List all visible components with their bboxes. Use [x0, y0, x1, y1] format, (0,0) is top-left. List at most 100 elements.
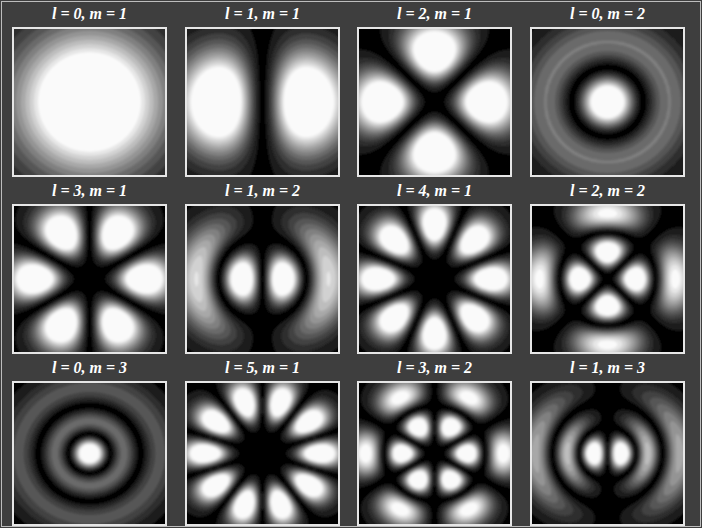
intensity-band	[530, 381, 685, 526]
intensity-band	[12, 381, 167, 526]
intensity-band	[189, 388, 336, 519]
intensity-band	[12, 27, 167, 177]
mode-pattern	[185, 204, 340, 354]
intensity-band	[544, 41, 671, 163]
intensity-band	[194, 262, 331, 297]
intensity-band	[530, 204, 685, 354]
intensity-band	[12, 381, 167, 526]
intensity-band	[185, 381, 340, 526]
intensity-band	[357, 381, 512, 526]
intensity-band	[357, 27, 512, 177]
intensity-band	[185, 383, 340, 525]
intensity-band	[185, 27, 340, 177]
intensity-band	[586, 442, 628, 464]
intensity-band	[12, 211, 167, 347]
intensity-band	[189, 256, 335, 303]
intensity-band	[185, 381, 340, 526]
intensity-band	[590, 85, 625, 119]
panel-ground	[357, 381, 512, 526]
intensity-band	[564, 441, 650, 466]
mode-label: l = 5, m = 1	[187, 358, 338, 377]
intensity-band	[25, 40, 153, 164]
intensity-band	[362, 31, 508, 172]
intensity-band	[231, 263, 293, 295]
panel-ground	[185, 381, 340, 526]
intensity-band	[530, 27, 685, 177]
mode-pattern	[357, 204, 512, 354]
intensity-band	[185, 61, 340, 143]
mode-panel: l = 3, m = 2	[357, 381, 512, 526]
mode-pattern	[185, 27, 340, 177]
intensity-band	[357, 381, 512, 526]
intensity-band	[357, 204, 512, 354]
intensity-band	[185, 213, 340, 345]
intensity-band	[75, 440, 104, 467]
mode-panel: l = 4, m = 1	[357, 204, 512, 354]
panel-ground	[357, 27, 512, 177]
intensity-band	[187, 385, 339, 521]
intensity-band	[591, 86, 624, 118]
intensity-band	[530, 204, 685, 354]
intensity-band	[530, 204, 685, 354]
intensity-band	[357, 204, 512, 354]
mode-pattern	[530, 381, 685, 526]
intensity-band	[14, 383, 165, 525]
intensity-band	[530, 204, 685, 354]
intensity-band	[188, 64, 336, 140]
intensity-band	[185, 229, 340, 329]
intensity-band	[15, 214, 164, 343]
intensity-band	[185, 55, 340, 149]
intensity-band	[357, 27, 512, 177]
intensity-band	[357, 384, 512, 522]
intensity-band	[185, 224, 340, 334]
panel-ground	[12, 204, 167, 354]
mode-pattern	[530, 27, 685, 177]
mode-panel: l = 1, m = 3	[530, 381, 685, 526]
intensity-band	[12, 209, 167, 348]
intensity-band	[185, 234, 340, 323]
intensity-band	[79, 444, 100, 464]
intensity-band	[12, 27, 167, 177]
intensity-band	[535, 209, 680, 350]
intensity-band	[530, 27, 685, 177]
mode-panel: l = 1, m = 1	[185, 27, 340, 177]
mode-panel: l = 3, m = 1	[12, 204, 167, 354]
intensity-band	[530, 412, 685, 496]
mode-label: l = 0, m = 1	[14, 4, 165, 23]
intensity-band	[185, 39, 340, 164]
mode-pattern	[185, 381, 340, 526]
panel-ground	[185, 27, 340, 177]
intensity-band	[530, 204, 685, 354]
intensity-band	[21, 36, 158, 169]
intensity-band	[357, 381, 512, 526]
mode-panel: l = 0, m = 1	[12, 27, 167, 177]
intensity-band	[17, 216, 163, 342]
intensity-band	[185, 206, 340, 352]
intensity-band	[191, 67, 334, 138]
mode-pattern	[530, 204, 685, 354]
intensity-band	[357, 381, 512, 526]
intensity-band	[12, 204, 167, 354]
intensity-band	[530, 398, 685, 510]
intensity-band	[357, 204, 512, 354]
intensity-band	[12, 204, 167, 354]
intensity-band	[530, 421, 685, 487]
mode-label: l = 4, m = 1	[359, 181, 510, 200]
mode-panel: l = 2, m = 1	[357, 27, 512, 177]
intensity-band	[188, 387, 337, 521]
intensity-band	[185, 27, 340, 177]
intensity-band	[12, 204, 167, 354]
intensity-band	[77, 442, 101, 465]
panel-ground	[357, 204, 512, 354]
intensity-band	[361, 208, 509, 351]
intensity-band	[185, 381, 340, 526]
intensity-band	[587, 443, 628, 464]
intensity-band	[530, 204, 685, 354]
intensity-band	[38, 52, 141, 152]
intensity-band	[186, 247, 338, 311]
intensity-band	[34, 48, 145, 156]
